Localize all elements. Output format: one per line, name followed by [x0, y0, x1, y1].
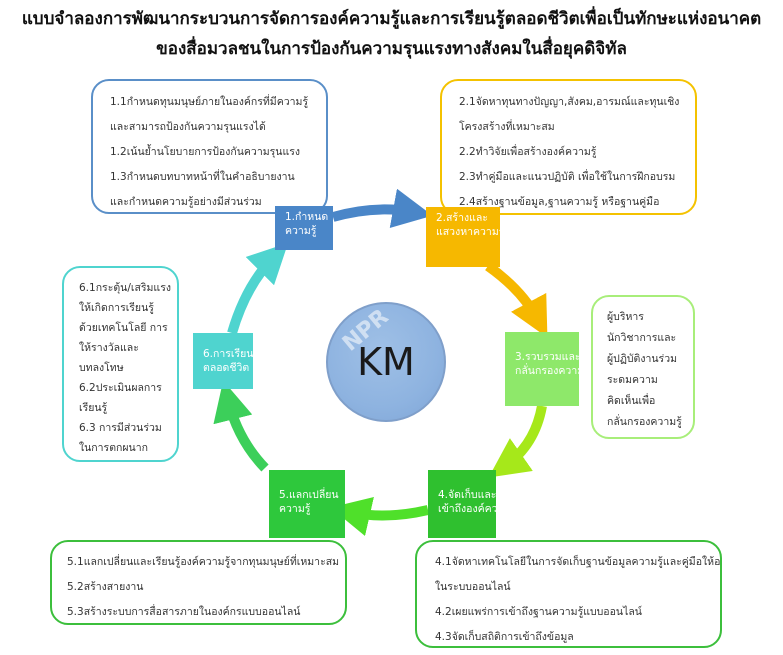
detail-box-step-2: 2.1จัดหาทุนทางปัญญา,สังคม,อารมณ์และทุนเช…	[440, 79, 697, 215]
step-label: แสวงหาความรู้	[436, 226, 505, 238]
detail-line: 1.2เน้นย้ำนโยบายการป้องกันความรุนแรง	[110, 146, 300, 158]
detail-line: ผู้ปฏิบัติงานร่วม	[607, 353, 678, 365]
detail-line: 4.1จัดหาเทคโนโลยีในการจัดเก็บฐานข้อมูลคว…	[435, 556, 722, 568]
step-label: ตลอดชีวิต	[203, 362, 250, 374]
detail-line: 5.2สร้างสายงาน	[67, 581, 144, 593]
detail-line: 2.4สร้างฐานข้อมูล,ฐานความรู้ หรือฐานคู่ม…	[459, 196, 660, 208]
detail-box-step-4: 4.1จัดหาเทคโนโลยีในการจัดเก็บฐานข้อมูลคว…	[415, 540, 722, 648]
detail-line: ระดมความ	[607, 374, 658, 386]
detail-line: โครงสร้างที่เหมาะสม	[459, 121, 555, 133]
detail-line: คิดเห็นเพื่อ	[607, 395, 656, 407]
arrow-5-to-6	[213, 380, 269, 472]
arrow-2-to-3	[485, 261, 548, 338]
detail-line: ด้วยเทคโนโลยี การ	[79, 322, 168, 334]
detail-line: 1.1กำหนดทุนมนุษย์ภายในองค์กรที่มีความรู้	[110, 96, 309, 108]
detail-line: 6.1กระตุ้น/เสริมแรง	[79, 282, 171, 294]
km-center-label: KM	[357, 340, 415, 384]
step-5-exchange-knowledge: 5.แลกเปลี่ยน ความรู้	[269, 470, 345, 538]
step-label: 1.กำหนด	[285, 211, 329, 223]
arrow-3-to-4	[488, 405, 547, 478]
step-3-collect-filter: 3.รวบรวมและ กลั่นกรองความรู้	[505, 332, 590, 406]
detail-line: นักวิชาการและ	[607, 332, 677, 344]
detail-box-step-1: 1.1กำหนดทุนมนุษย์ภายในองค์กรที่มีความรู้…	[91, 79, 328, 214]
diagram-title-line-1: แบบจำลองการพัฒนากระบวนการจัดการองค์ความร…	[21, 9, 762, 29]
detail-line: และสามารถป้องกันความรุนแรงได้	[110, 121, 266, 133]
step-label: 5.แลกเปลี่ยน	[279, 489, 339, 501]
step-label: ความรู้	[279, 503, 311, 515]
detail-line: 2.3ทำคู่มือและแนวปฏิบัติ เพื่อใช้ในการฝึ…	[459, 171, 676, 183]
detail-line: 2.1จัดหาทุนทางปัญญา,สังคม,อารมณ์และทุนเช…	[459, 96, 680, 108]
step-label: กลั่นกรองความรู้	[515, 365, 590, 377]
step-label: 4.จัดเก็บและ	[438, 489, 497, 501]
step-label: เข้าถึงองค์ความรู้	[438, 503, 516, 515]
detail-line: ในการตกผนาก	[79, 442, 148, 454]
detail-line: กลั่นกรองความรู้	[607, 416, 682, 428]
detail-line: 4.3จัดเก็บสถิติการเข้าถึงข้อมูล	[435, 631, 574, 643]
detail-line: 6.3 การมีส่วนร่วม	[79, 422, 162, 434]
detail-line: 6.2ประเมินผลการ	[79, 382, 162, 394]
step-label: 6.การเรียนรู้	[203, 348, 260, 360]
step-6-lifelong-learning: 6.การเรียนรู้ ตลอดชีวิต	[193, 333, 260, 389]
detail-box-step-6: 6.1กระตุ้น/เสริมแรง ให้เกิดการเรียนรู้ ด…	[62, 266, 179, 462]
detail-box-step-3: ผู้บริหาร นักวิชาการและ ผู้ปฏิบัติงานร่ว…	[591, 295, 695, 439]
step-label: 2.สร้างและ	[436, 212, 488, 224]
diagram-title-line-2: ของสื่อมวลชนในการป้องกันความรุนแรงทางสัง…	[156, 39, 627, 59]
detail-line: 5.1แลกเปลี่ยนและเรียนรู้องค์ความรู้จากทุ…	[67, 556, 340, 568]
detail-box-step-5: 5.1แลกเปลี่ยนและเรียนรู้องค์ความรู้จากทุ…	[50, 540, 347, 625]
detail-line: บทลงโทษ	[79, 362, 124, 374]
step-4-store-access: 4.จัดเก็บและ เข้าถึงองค์ความรู้	[428, 470, 516, 538]
detail-line: 1.3กำหนดบทบาทหน้าที่ในคำอธิบายงาน	[110, 171, 295, 183]
step-label: 3.รวบรวมและ	[515, 351, 581, 363]
detail-line: 5.3สร้างระบบการสื่อสารภายในองค์กรแบบออนไ…	[67, 606, 301, 618]
detail-line: 4.2เผยแพร่การเข้าถึงฐานความรู้แบบออนไลน์	[435, 606, 642, 618]
step-label: ความรู้	[285, 225, 317, 237]
km-center-circle	[326, 302, 446, 422]
detail-line: ให้รางวัลและ	[79, 342, 139, 354]
arrow-6-to-1	[227, 242, 289, 335]
detail-line: และกำหนดความรู้อย่างมีส่วนร่วม	[110, 196, 262, 208]
detail-line: ผู้บริหาร	[607, 311, 644, 323]
detail-line: 2.2ทำวิจัยเพื่อสร้างองค์ความรู้	[459, 146, 597, 158]
step-1-define-knowledge: 1.กำหนด ความรู้	[275, 206, 333, 250]
detail-line: ให้เกิดการเรียนรู้	[79, 302, 154, 314]
detail-line: เรียนรู้	[79, 402, 108, 414]
step-2-create-acquire: 2.สร้างและ แสวงหาความรู้	[426, 207, 505, 267]
detail-line: ในระบบออนไลน์	[435, 581, 511, 593]
arrow-4-to-5	[330, 496, 430, 536]
arrow-1-to-2	[331, 188, 433, 229]
